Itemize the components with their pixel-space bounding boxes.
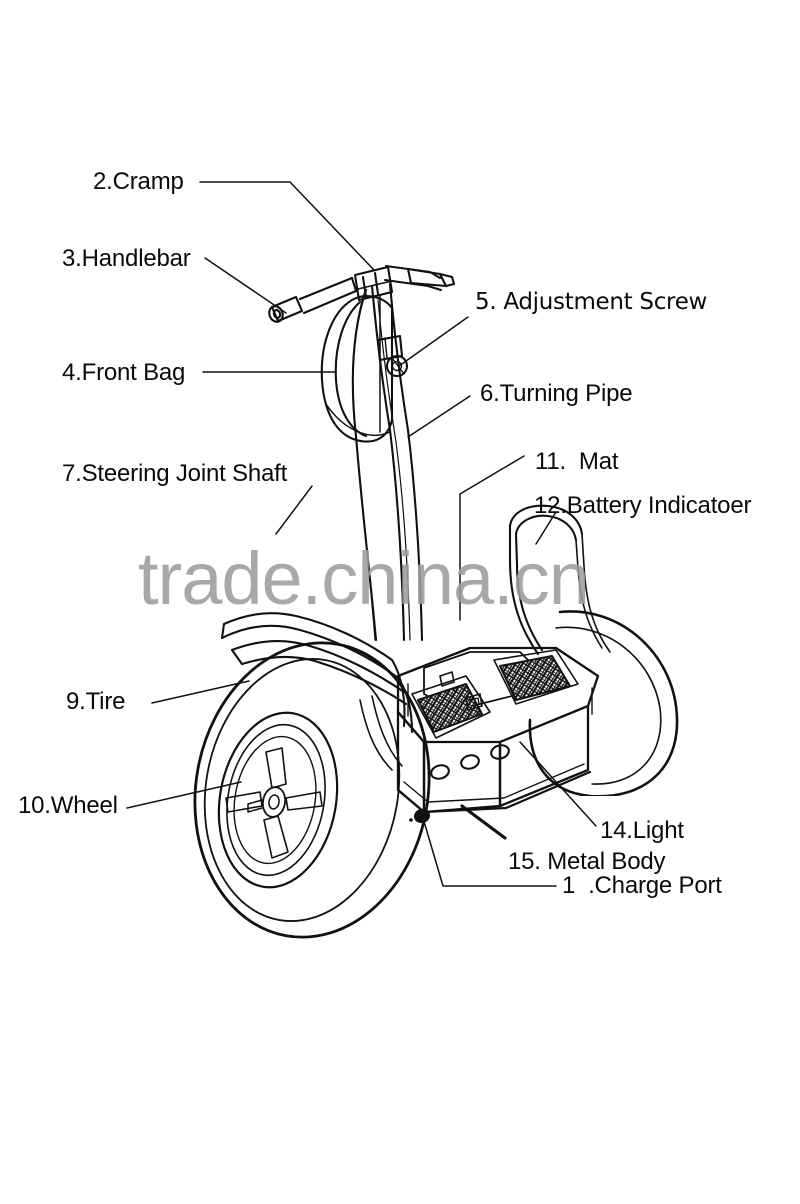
foot-mats	[411, 649, 579, 739]
label-battery-indicator: 12.Battery Indicatoer	[534, 492, 752, 519]
leader-cramp	[199, 181, 375, 271]
label-metal-body: 15. Metal Body	[508, 848, 666, 875]
leader-steering-joint-shaft	[275, 485, 313, 535]
label-tire: 9.Tire	[66, 688, 126, 715]
adjustment-screw	[376, 334, 409, 378]
console-details	[439, 671, 483, 711]
leader-charge-port	[422, 817, 557, 887]
leader-mat	[459, 455, 525, 621]
leader-tire	[151, 680, 250, 704]
label-front-bag: 4.Front Bag	[62, 359, 186, 386]
front-lights	[430, 744, 510, 780]
cramp-clamp	[353, 265, 394, 302]
label-charge-port: 1 .Charge Port	[562, 872, 722, 899]
leader-metal-body	[460, 804, 507, 840]
watermark-text: trade.china.cn	[138, 537, 590, 620]
leader-adjustment-screw	[398, 316, 469, 367]
right-wheel	[528, 610, 679, 796]
turning-pipe	[351, 282, 424, 642]
battery-indicator-handle	[508, 504, 611, 656]
label-cramp: 2.Cramp	[93, 168, 184, 195]
label-handlebar: 3.Handlebar	[62, 245, 191, 272]
leader-lines	[126, 181, 597, 887]
label-light: 14.Light	[600, 817, 684, 844]
leader-turning-pipe	[407, 395, 471, 438]
label-mat: 11. Mat	[535, 448, 619, 475]
label-turning-pipe: 6.Turning Pipe	[480, 380, 633, 407]
leader-wheel	[126, 781, 242, 809]
left-wheel-tire	[193, 641, 431, 939]
leader-light	[519, 741, 597, 827]
label-wheel: 10.Wheel	[18, 792, 118, 819]
label-steering-joint-shaft: 7.Steering Joint Shaft	[62, 460, 288, 487]
handlebar-assembly	[268, 264, 456, 323]
left-support-arm	[359, 695, 403, 771]
leader-handlebar	[204, 257, 287, 314]
label-adjustment-screw: 5. Adjustment Screw	[475, 289, 708, 315]
